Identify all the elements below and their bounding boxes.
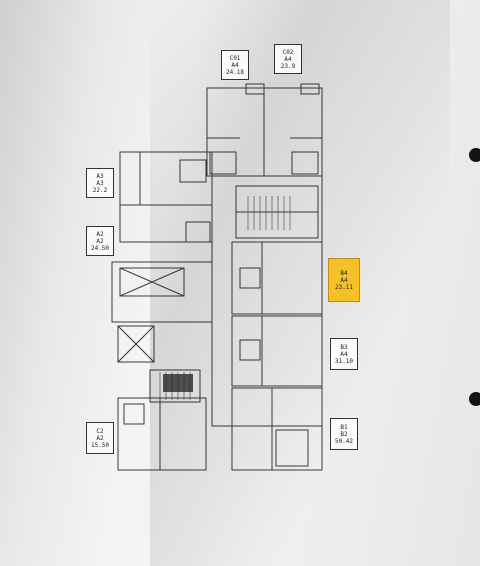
unit-b1 <box>231 387 323 471</box>
unit-c2 <box>117 397 207 471</box>
punch-hole-icon <box>469 148 480 162</box>
unit-a2 <box>111 261 213 323</box>
elevator-block <box>119 267 185 297</box>
stairs-lower <box>149 369 201 403</box>
left-wing-outline <box>119 151 213 243</box>
unit-b3 <box>231 315 323 387</box>
punch-hole-icon <box>469 392 480 406</box>
unit-b4 <box>231 241 323 315</box>
